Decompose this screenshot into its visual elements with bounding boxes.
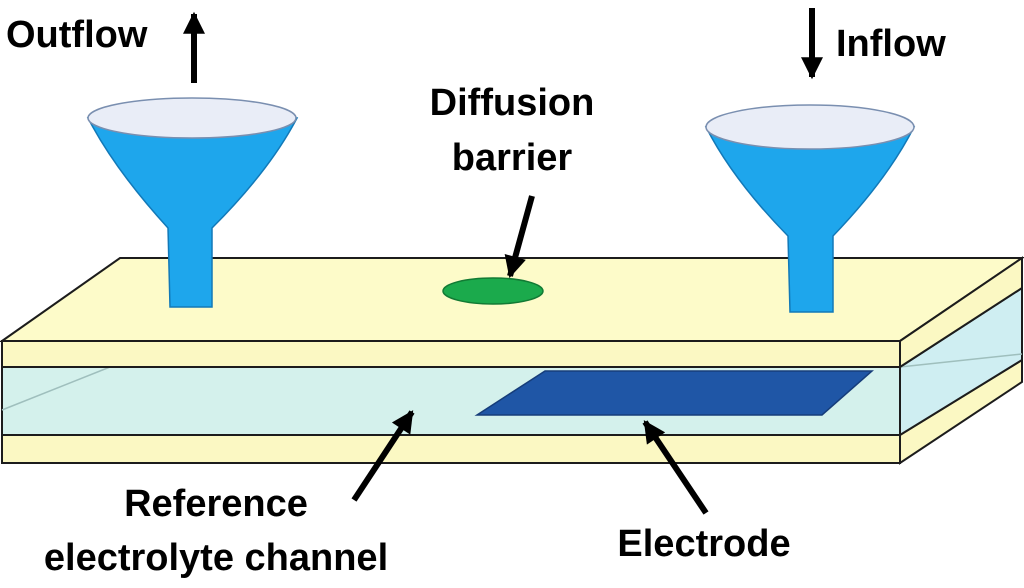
diffusion-barrier-arrow bbox=[504, 195, 535, 279]
electrode-arrow bbox=[642, 420, 709, 515]
diffusion-barrier-spot bbox=[442, 277, 544, 305]
diffusion-barrier-label-line1: Diffusion bbox=[430, 82, 595, 124]
reference-channel-label-line2: electrolyte channel bbox=[44, 537, 388, 579]
inflow-funnel-rim bbox=[705, 104, 915, 150]
reference-channel-label-line1: Reference bbox=[124, 483, 308, 525]
electrode-plate bbox=[474, 370, 874, 416]
electrode-label: Electrode bbox=[617, 523, 790, 565]
top-layer-front bbox=[1, 340, 901, 368]
diffusion-barrier-label-line2: barrier bbox=[452, 137, 573, 179]
outflow-funnel-rim bbox=[87, 97, 297, 139]
outflow-funnel-body bbox=[86, 117, 299, 308]
inflow-label: Inflow bbox=[836, 23, 946, 65]
channel-back-edge-right bbox=[899, 353, 1023, 368]
inflow-funnel bbox=[704, 104, 916, 313]
bottom-layer bbox=[1, 358, 1023, 465]
channel-back-edge bbox=[1, 366, 111, 411]
inflow-funnel-body bbox=[704, 126, 916, 313]
outflow-label: Outflow bbox=[6, 14, 148, 56]
arrows bbox=[183, 8, 823, 515]
reference-channel-arrow bbox=[351, 410, 415, 502]
bottom-layer-front bbox=[1, 434, 901, 464]
outflow-funnel bbox=[86, 97, 299, 308]
